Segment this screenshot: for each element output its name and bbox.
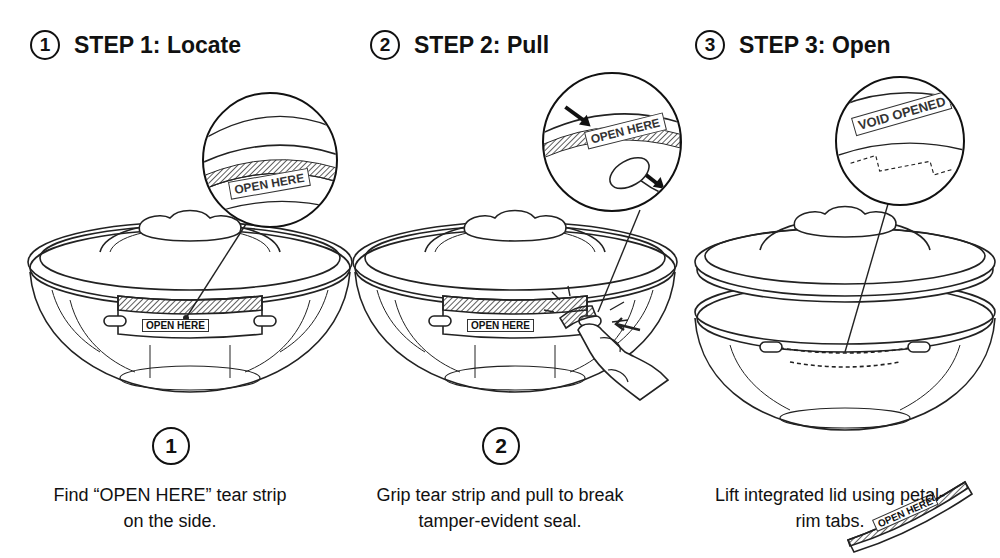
step-number: 1 <box>165 434 177 458</box>
step-heading: 1 STEP 1: Locate <box>30 26 350 64</box>
zoom-callout: OPEN HERE <box>542 72 682 212</box>
step-caption: Lift integrated lid using petal-rim tabs… <box>705 482 955 534</box>
leader-line <box>598 210 640 312</box>
hand-and-tear <box>544 286 668 400</box>
strip-label: OPEN HERE <box>467 319 534 332</box>
zoom-callout: OPEN HERE <box>202 92 338 228</box>
step-number-circle: 2 <box>482 427 520 465</box>
zoom-callout: VOID OPENED <box>835 76 965 206</box>
step-heading: 2 STEP 2: Pull <box>370 26 670 64</box>
step-title: STEP 3: Open <box>739 32 891 59</box>
bowl-step-1 <box>28 211 352 393</box>
step-number-circle: 1 <box>152 427 190 465</box>
step-caption: Grip tear strip and pull to break tamper… <box>360 482 640 534</box>
step-number: 2 <box>370 30 400 60</box>
step-title: STEP 2: Pull <box>414 32 549 59</box>
zoom-label: OPEN HERE <box>584 112 667 149</box>
bowl-step-3 <box>695 207 995 553</box>
step-title: STEP 1: Locate <box>74 32 241 59</box>
zoom-art <box>204 94 336 226</box>
step-caption: Find “OPEN HERE” tear strip on the side. <box>50 482 290 534</box>
step-number: 2 <box>495 434 507 458</box>
leader-line <box>186 224 246 318</box>
leader-line <box>845 204 888 352</box>
strip-label: OPEN HERE <box>142 319 209 332</box>
step-heading: 3 STEP 3: Open <box>695 26 995 64</box>
step-number: 3 <box>695 30 725 60</box>
step-number: 1 <box>30 30 60 60</box>
